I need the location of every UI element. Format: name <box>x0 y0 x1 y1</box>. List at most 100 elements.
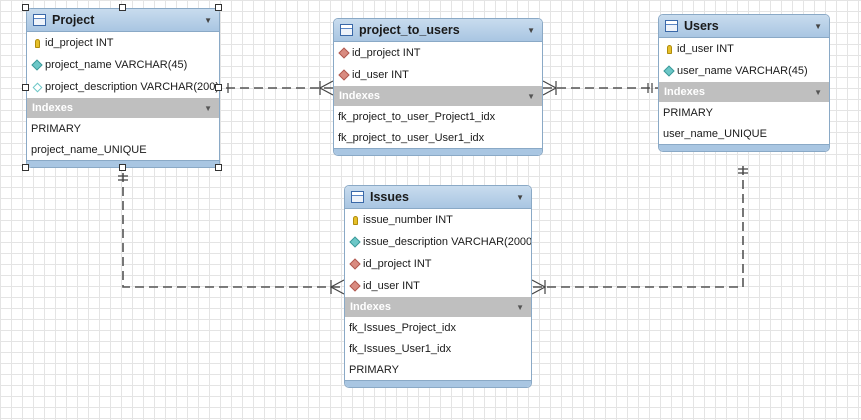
table-header[interactable]: Project ▼ <box>27 9 219 32</box>
column-name: issue_number <box>363 214 433 226</box>
project-to-users-table[interactable]: project_to_users ▼ id_project INT id_use… <box>333 18 543 156</box>
table-footer <box>334 148 542 155</box>
collapse-arrow-icon[interactable]: ▼ <box>204 103 212 113</box>
indexes-header[interactable]: Indexes ▼ <box>334 86 542 106</box>
primary-key-icon <box>664 44 674 54</box>
resize-handle[interactable] <box>119 4 126 11</box>
many-marker-ptu-right <box>542 80 558 96</box>
primary-key-icon <box>350 215 360 225</box>
column-type: INT <box>391 69 409 81</box>
table-name: Project <box>52 13 95 27</box>
many-marker-issues-right <box>531 279 547 295</box>
indexes-label: Indexes <box>664 86 705 98</box>
table-footer <box>27 160 219 167</box>
index-row[interactable]: fk_Issues_Project_idx <box>349 321 456 334</box>
foreign-key-icon <box>338 47 350 59</box>
indexes-header[interactable]: Indexes ▼ <box>27 98 219 118</box>
table-header[interactable]: Issues ▼ <box>345 186 531 209</box>
column-row[interactable]: id_user INT <box>334 64 542 86</box>
column-row[interactable]: id_user INT <box>345 275 531 297</box>
column-row[interactable]: project_description VARCHAR(200) <box>27 76 219 98</box>
index-row[interactable]: fk_project_to_user_User1_idx <box>338 131 485 144</box>
column-type: VARCHAR(45) <box>735 65 808 77</box>
column-type: VARCHAR(2000) <box>451 236 532 248</box>
index-row[interactable]: project_name_UNIQUE <box>31 143 147 156</box>
resize-handle[interactable] <box>215 84 222 91</box>
foreign-key-icon <box>349 280 361 292</box>
index-row[interactable]: fk_project_to_user_Project1_idx <box>338 110 496 123</box>
indexes-label: Indexes <box>339 90 380 102</box>
table-header[interactable]: Users ▼ <box>659 15 829 38</box>
table-icon <box>351 191 364 203</box>
indexes-header[interactable]: Indexes ▼ <box>345 297 531 317</box>
index-row[interactable]: user_name_UNIQUE <box>663 127 767 140</box>
index-row[interactable]: fk_Issues_User1_idx <box>349 342 452 355</box>
collapse-arrow-icon[interactable]: ▼ <box>814 21 822 31</box>
collapse-arrow-icon[interactable]: ▼ <box>204 15 212 25</box>
table-name: project_to_users <box>359 23 460 37</box>
indexes-label: Indexes <box>350 301 391 313</box>
column-type: VARCHAR(200) <box>140 81 220 93</box>
relation-users-issues <box>532 166 744 288</box>
indexes-header[interactable]: Indexes ▼ <box>659 82 829 102</box>
column-name: id_user <box>363 280 400 292</box>
column-name: project_name <box>45 59 112 71</box>
foreign-key-icon <box>349 258 361 270</box>
table-name: Users <box>684 19 719 33</box>
column-row[interactable]: id_user INT <box>659 38 829 60</box>
column-diamond-icon <box>31 59 43 71</box>
table-footer <box>659 144 829 151</box>
table-header[interactable]: project_to_users ▼ <box>334 19 542 42</box>
column-row[interactable]: id_project INT <box>27 32 219 54</box>
resize-handle[interactable] <box>119 164 126 171</box>
nullable-column-icon <box>32 82 42 92</box>
index-row[interactable]: PRIMARY <box>349 363 399 376</box>
one-marker-project-bottom <box>118 175 128 181</box>
collapse-arrow-icon[interactable]: ▼ <box>527 91 535 101</box>
column-type: INT <box>435 214 453 226</box>
column-row[interactable]: id_project INT <box>334 42 542 64</box>
column-row[interactable]: issue_number INT <box>345 209 531 231</box>
issues-table[interactable]: Issues ▼ issue_number INT issue_descript… <box>344 185 532 388</box>
column-type: VARCHAR(45) <box>114 59 188 71</box>
column-type: INT <box>402 47 421 59</box>
relation-project-issues <box>122 173 344 288</box>
column-name: project_description <box>45 81 138 93</box>
primary-key-icon <box>32 38 42 48</box>
collapse-arrow-icon[interactable]: ▼ <box>516 192 524 202</box>
column-row[interactable]: user_name VARCHAR(45) <box>659 60 829 82</box>
project-table[interactable]: Project ▼ id_project INT project_name VA… <box>26 8 220 168</box>
index-row[interactable]: PRIMARY <box>663 106 713 119</box>
collapse-arrow-icon[interactable]: ▼ <box>527 25 535 35</box>
many-marker-ptu-left <box>318 80 334 96</box>
resize-handle[interactable] <box>22 4 29 11</box>
resize-handle[interactable] <box>22 84 29 91</box>
table-icon <box>340 24 353 36</box>
one-marker-users <box>647 83 653 93</box>
column-diamond-icon <box>349 236 361 248</box>
column-row[interactable]: issue_description VARCHAR(2000) <box>345 231 531 253</box>
users-table[interactable]: Users ▼ id_user INT user_name VARCHAR(45… <box>658 14 830 152</box>
column-type: INT <box>413 258 432 270</box>
column-name: issue_description <box>363 236 448 248</box>
index-row[interactable]: PRIMARY <box>31 122 81 135</box>
table-icon <box>33 14 46 26</box>
collapse-arrow-icon[interactable]: ▼ <box>516 302 524 312</box>
column-name: id_project <box>45 37 93 49</box>
many-marker-issues-left <box>329 279 345 295</box>
column-type: INT <box>402 280 420 292</box>
collapse-arrow-icon[interactable]: ▼ <box>814 87 822 97</box>
table-footer <box>345 380 531 387</box>
resize-handle[interactable] <box>215 164 222 171</box>
table-name: Issues <box>370 190 409 204</box>
indexes-label: Indexes <box>32 102 73 114</box>
foreign-key-icon <box>338 69 350 81</box>
column-row[interactable]: project_name VARCHAR(45) <box>27 54 219 76</box>
resize-handle[interactable] <box>22 164 29 171</box>
resize-handle[interactable] <box>215 4 222 11</box>
column-type: INT <box>95 37 114 49</box>
column-row[interactable]: id_project INT <box>345 253 531 275</box>
column-diamond-icon <box>663 65 675 77</box>
column-name: user_name <box>677 65 733 77</box>
